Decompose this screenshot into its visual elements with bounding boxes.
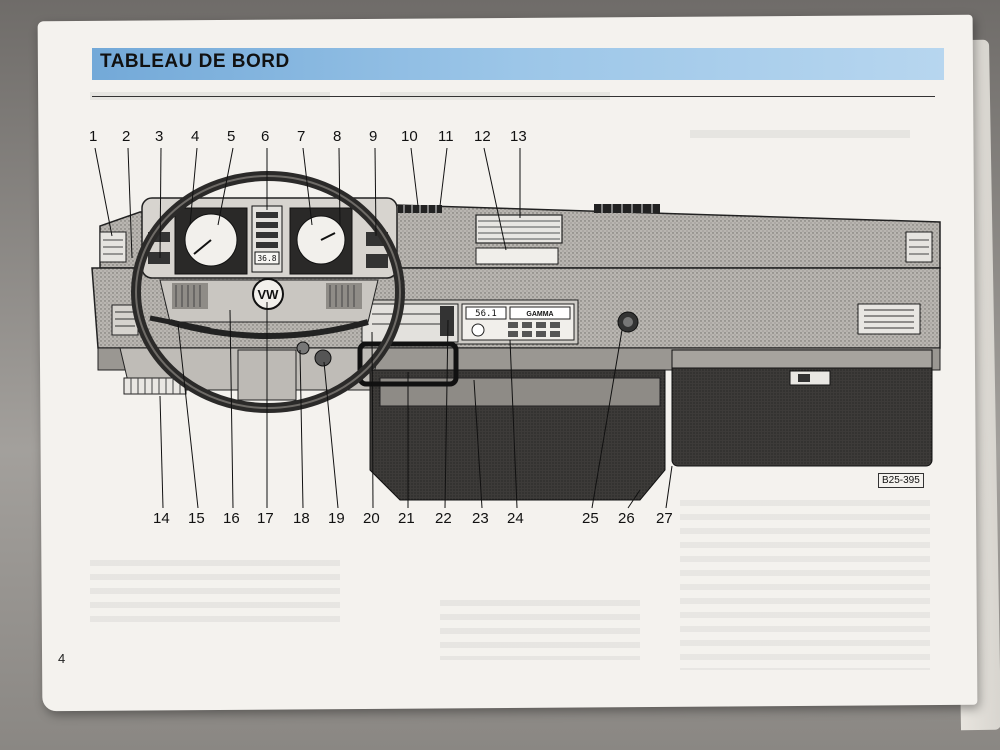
- glove-box: [671, 349, 933, 467]
- callout-2: 2: [122, 128, 131, 145]
- section-title-bar: [92, 48, 944, 80]
- callout-19: 19: [328, 510, 345, 527]
- callout-21: 21: [398, 510, 415, 527]
- radio-display: 56.1: [475, 309, 497, 319]
- callout-1: 1: [89, 128, 98, 145]
- horn-pad-left: [172, 283, 208, 309]
- callout-13: 13: [510, 128, 527, 145]
- callout-12: 12: [474, 128, 491, 145]
- callout-25: 25: [582, 510, 599, 527]
- center-vent: [475, 214, 563, 265]
- side-vent-left: [99, 231, 127, 263]
- turn-signal-stalk: [149, 315, 211, 333]
- callout-3: 3: [155, 128, 164, 145]
- callout-27: 27: [656, 510, 673, 527]
- leaders-bottom: [159, 302, 673, 509]
- callout-23: 23: [472, 510, 489, 527]
- cluster-clock: 36.8: [257, 254, 276, 263]
- callout-5: 5: [227, 128, 236, 145]
- callout-26: 26: [618, 510, 635, 527]
- radio-buttons: [508, 322, 560, 337]
- leaders-top: [94, 147, 521, 259]
- callout-15: 15: [188, 510, 205, 527]
- horn-pad-right: [326, 283, 362, 309]
- callout-8: 8: [333, 128, 342, 145]
- radio-knob: [471, 323, 485, 337]
- callout-10: 10: [401, 128, 418, 145]
- callout-18: 18: [293, 510, 310, 527]
- figure-reference-code: B25-395: [878, 473, 924, 488]
- callout-16: 16: [223, 510, 240, 527]
- page-number: 4: [58, 651, 66, 666]
- callout-17: 17: [257, 510, 274, 527]
- lower-vent-right: [857, 303, 921, 335]
- header-rule: [92, 96, 935, 97]
- side-vent-right: [905, 231, 933, 263]
- ignition-switch: [314, 349, 332, 367]
- defrost-vent-left: [398, 205, 442, 213]
- section-title: TABLEAU DE BORD: [100, 51, 290, 72]
- callout-6: 6: [261, 128, 270, 145]
- callout-24: 24: [507, 510, 524, 527]
- svg-text:VW: VW: [258, 287, 280, 302]
- callout-14: 14: [153, 510, 170, 527]
- callout-20: 20: [363, 510, 380, 527]
- radio-brand: GAMMA: [526, 311, 553, 318]
- defrost-vent-right: [594, 204, 660, 213]
- callout-9: 9: [369, 128, 378, 145]
- callout-11: 11: [438, 128, 454, 145]
- callout-4: 4: [191, 128, 200, 145]
- vw-logo: [252, 278, 284, 310]
- callout-7: 7: [297, 128, 306, 145]
- callout-22: 22: [435, 510, 452, 527]
